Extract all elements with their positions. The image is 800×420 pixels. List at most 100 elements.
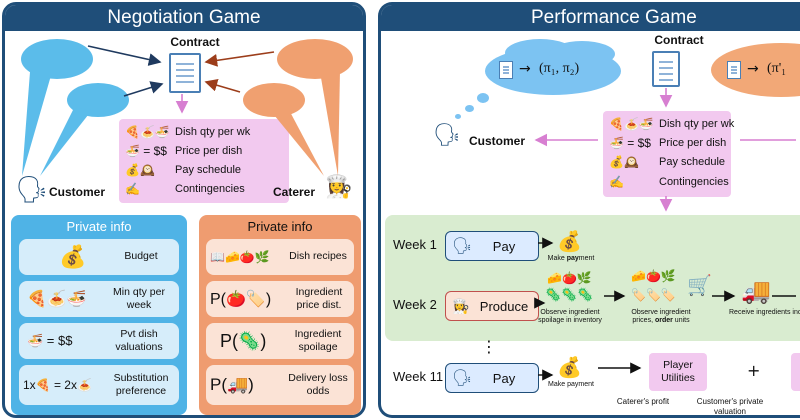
- caterer-profit-label: Caterer's profit: [616, 397, 670, 406]
- term-row-contingencies: ✍️ Contingencies: [603, 173, 731, 191]
- term-label: Price per dish: [659, 137, 727, 149]
- chef-icon: 👩‍🍳: [452, 298, 470, 314]
- customer-label: Customer: [469, 134, 526, 148]
- dishes-icon: 🍕🍝🍜: [125, 125, 170, 139]
- price-icon: 🍜 = $$: [27, 333, 73, 348]
- customer-head-icon: 🗣: [15, 175, 49, 205]
- money-clock-icon: 💰🕰️: [609, 155, 639, 169]
- private-item-min-qty: 🍕🍝🍜 Min qty per week: [19, 281, 179, 317]
- term-label: Pay schedule: [175, 164, 242, 176]
- customer-speech-bubble-large: [21, 39, 93, 79]
- performance-game-panel: Performance Game Contract → (π₁, π₂) → (…: [378, 2, 800, 418]
- term-label: Dish qty per wk: [659, 118, 735, 130]
- private-item-label: Substitution preference: [113, 371, 169, 397]
- ellipsis-vertical: ⋮: [481, 337, 497, 356]
- week-11-pay-box: 🗣 Pay: [445, 363, 539, 393]
- customer-head-icon: 🗣: [433, 123, 461, 148]
- customer-head-icon: 🗣: [452, 238, 473, 255]
- money-bag-icon: 💰: [557, 355, 582, 379]
- money-bag-icon: 💰: [557, 229, 582, 253]
- writing-hand-icon: ✍️: [609, 175, 624, 189]
- contract-document-icon: [652, 51, 680, 87]
- caterer-label: Caterer: [273, 185, 316, 199]
- private-item-label: Min qty per week: [113, 285, 165, 311]
- thought-bubble-dot-large: [477, 93, 489, 103]
- private-item-price-dist: P(🍅🏷️) Ingredient price dist.: [206, 281, 354, 317]
- week-1-pay-box: 🗣 Pay: [445, 231, 539, 261]
- week-1-note-pre: Make: [547, 255, 567, 262]
- ingredients-icon: 🧀🍅🌿: [547, 271, 592, 285]
- spoiled-ingredients-icon: 🦠🦠🦠: [545, 288, 594, 303]
- private-item-substitution: 1x🍕 = 2x🍝 Substitution preference: [19, 365, 179, 405]
- private-item-spoilage: P(🦠) Ingredient spoilage: [206, 323, 354, 359]
- price-icon: 🍜 = $$: [609, 136, 651, 150]
- money-bag-icon: 💰: [59, 244, 87, 269]
- caterer-speech-bubble-small: [243, 83, 305, 117]
- customer-private-info-title: Private info: [66, 219, 132, 234]
- price-icon: 🍜 = $$: [125, 144, 167, 158]
- term-row-price: 🍜 = $$ Price per dish: [119, 142, 289, 160]
- week-2-action: Produce: [479, 298, 529, 314]
- week-11-action: Pay: [492, 370, 516, 386]
- private-item-label: Ingredient spoilage: [294, 327, 342, 353]
- writing-hand-icon: ✍️: [125, 182, 140, 196]
- private-item-label: Ingredient price dist.: [295, 285, 343, 311]
- week-2-produce-box: 👩‍🍳 Produce: [445, 291, 539, 321]
- term-label: Pay schedule: [659, 156, 726, 168]
- cloud-document-icon: [727, 61, 741, 79]
- term-label: Contingencies: [659, 176, 729, 188]
- term-label: Price per dish: [175, 145, 243, 157]
- week-1-label: Week 1: [393, 237, 437, 252]
- week-2-step-2-post: units: [672, 317, 690, 325]
- week-1-action: Pay: [492, 238, 516, 254]
- private-item-valuations: 🍜 = $$ Pvt dish valuations: [19, 323, 179, 359]
- week-11-label: Week 11: [393, 369, 444, 384]
- week-2-label: Week 2: [393, 297, 437, 312]
- week-1-note-bold: pay: [566, 255, 579, 262]
- recipe-book-icon: 📖🧀🍅🌿: [210, 250, 270, 264]
- term-row-pay-schedule: 💰🕰️ Pay schedule: [603, 153, 731, 171]
- week-1-note-post: ment: [578, 255, 595, 262]
- performance-game-title: Performance Game: [381, 5, 800, 31]
- term-row-dish-qty: 🍕🍝🍜 Dish qty per wk: [603, 115, 735, 133]
- caterer-speech-bubble-large: [277, 39, 353, 79]
- dishes-icon: 🍕🍝🍜: [609, 117, 654, 131]
- term-label: Contingencies: [175, 183, 245, 195]
- caterer-policy-text: (π'₁: [767, 61, 787, 76]
- private-item-budget: 💰 Budget: [19, 239, 179, 275]
- private-item-delivery-loss: P(🚚) Delivery loss odds: [206, 365, 354, 405]
- customer-thought-cloud-puff: [549, 41, 615, 67]
- price-tags-icon: 🏷️🏷️🏷️: [631, 288, 676, 302]
- term-row-pay-schedule: 💰🕰️ Pay schedule: [119, 161, 289, 179]
- private-item-label: Pvt dish valuations: [115, 327, 163, 353]
- microbe-icon: P(🦠): [220, 330, 267, 351]
- week-2-step-2-bold: order: [654, 317, 673, 325]
- term-row-contingencies: ✍️ Contingencies: [119, 180, 289, 198]
- second-utility-box: [791, 353, 800, 391]
- private-item-label: Budget: [124, 250, 158, 263]
- money-clock-icon: 💰🕰️: [125, 163, 155, 177]
- contract-document-icon: [169, 53, 201, 93]
- customer-head-icon: 🗣: [452, 370, 473, 387]
- cloud-arrow: →: [747, 61, 759, 77]
- private-item-label: Dish recipes: [289, 250, 347, 263]
- delivery-truck-icon: 🚚: [741, 277, 771, 305]
- term-row-price: 🍜 = $$ Price per dish: [603, 134, 731, 152]
- contract-terms-box: 🍕🍝🍜 Dish qty per wk 🍜 = $$ Price per dis…: [119, 119, 289, 203]
- chef-icon: 👩‍🍳: [325, 175, 353, 200]
- shopping-cart-icon: 🛒: [687, 273, 712, 297]
- term-row-dish-qty: 🍕🍝🍜 Dish qty per wk: [119, 123, 289, 141]
- plus-sign: +: [747, 361, 761, 380]
- contract-terms-box: 🍕🍝🍜 Dish qty per wk 🍜 = $$ Price per dis…: [603, 111, 735, 197]
- delivery-truck-icon: P(🚚): [210, 375, 254, 394]
- thought-bubble-dot-small: [455, 114, 461, 119]
- week-1-note: Make payment: [541, 255, 601, 263]
- contract-label: Contract: [170, 35, 220, 49]
- thought-bubble-dot-medium: [465, 105, 474, 112]
- negotiation-game-title: Negotiation Game: [5, 5, 363, 31]
- week-2-step-3: Receive ingredients incur loss in-transi…: [729, 309, 800, 316]
- customer-private-info: Private info 💰 Budget 🍕🍝🍜 Min qty per we…: [11, 215, 187, 415]
- caterer-private-info: Private info 📖🧀🍅🌿 Dish recipes P(🍅🏷️) In…: [199, 215, 361, 415]
- caterer-private-info-title: Private info: [247, 219, 313, 234]
- customer-speech-bubble-small: [67, 83, 129, 117]
